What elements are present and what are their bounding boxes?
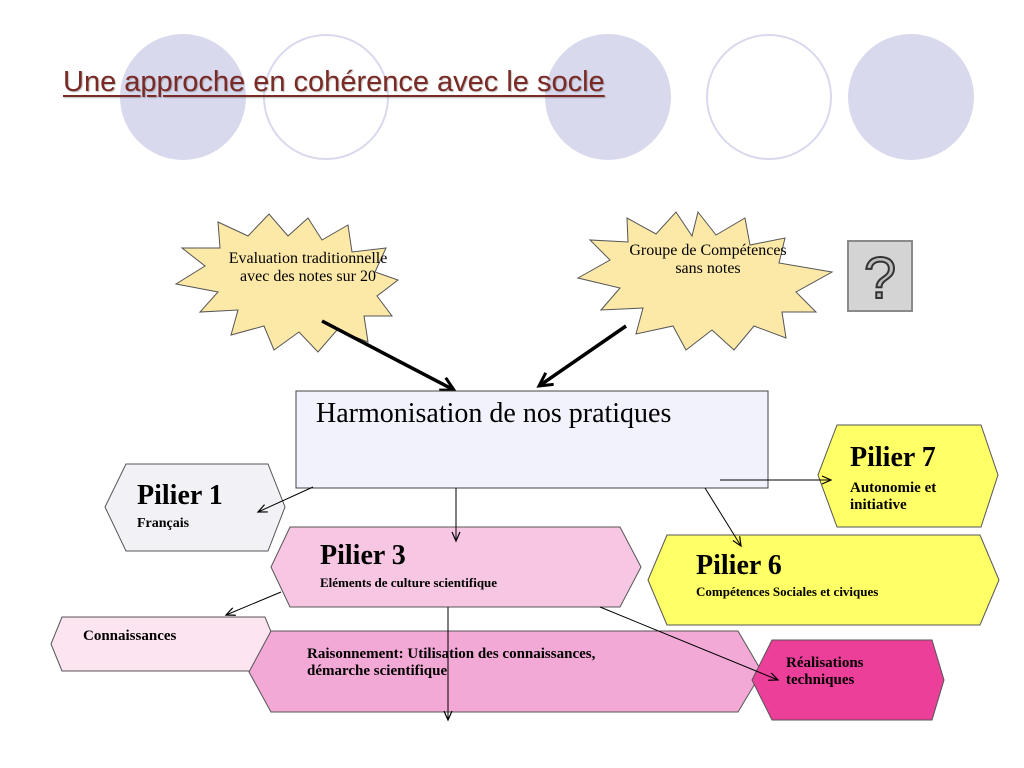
pilier7-subtitle: Autonomie et initiative <box>850 480 937 513</box>
decor-circle-2 <box>263 34 389 160</box>
arrow-left-to-center <box>321 319 454 390</box>
decor-circle-4 <box>706 34 832 160</box>
question-mark-icon: ? <box>863 245 897 312</box>
decor-circle-3 <box>545 34 671 160</box>
center-box-label: Harmonisation de nos pratiques <box>316 398 672 429</box>
realisations-label: Réalisations techniques <box>786 655 864 688</box>
connaissances-label: Connaissances <box>83 628 177 644</box>
pilier6-subtitle: Compétences Sociales et civiques <box>696 584 879 599</box>
pilier1-title: Pilier 1 <box>137 480 223 511</box>
starburst-left <box>174 213 400 353</box>
pilier1-shape <box>104 463 286 552</box>
question-box: ? <box>847 240 913 312</box>
raisonnement-shape <box>248 630 763 713</box>
pilier3-title: Pilier 3 <box>320 540 406 571</box>
starburst-right-label: Groupe de Compétences sans notes <box>629 242 787 277</box>
center-box <box>295 390 769 489</box>
arrow-center-to-pilier1 <box>256 486 314 513</box>
realisations-shape <box>751 639 945 721</box>
starburst-right <box>576 210 834 351</box>
arrow-right-to-center <box>539 324 627 386</box>
pilier6-shape <box>647 534 1000 626</box>
pilier3-shape <box>270 526 642 608</box>
pilier3-subtitle: Eléments de culture scientifique <box>320 575 498 590</box>
pilier6-title: Pilier 6 <box>696 550 782 581</box>
decor-circle-5 <box>848 34 974 160</box>
arrow-center-to-pilier6 <box>704 487 742 548</box>
pilier7-shape <box>817 424 999 528</box>
arrow-pilier3-to-realisations <box>599 606 780 681</box>
pilier1-subtitle: Français <box>137 516 190 531</box>
svg-text:?: ? <box>864 246 896 310</box>
starburst-left-label: Evaluation traditionnelle avec des notes… <box>228 250 388 285</box>
raisonnement-label: Raisonnement: Utilisation des connaissan… <box>307 646 596 679</box>
decor-circle-1 <box>120 34 246 160</box>
slide-title: Une approche en cohérence avec le socle <box>63 66 605 98</box>
arrow-pilier3-to-connaissances <box>224 591 282 616</box>
pilier7-title: Pilier 7 <box>850 442 936 473</box>
